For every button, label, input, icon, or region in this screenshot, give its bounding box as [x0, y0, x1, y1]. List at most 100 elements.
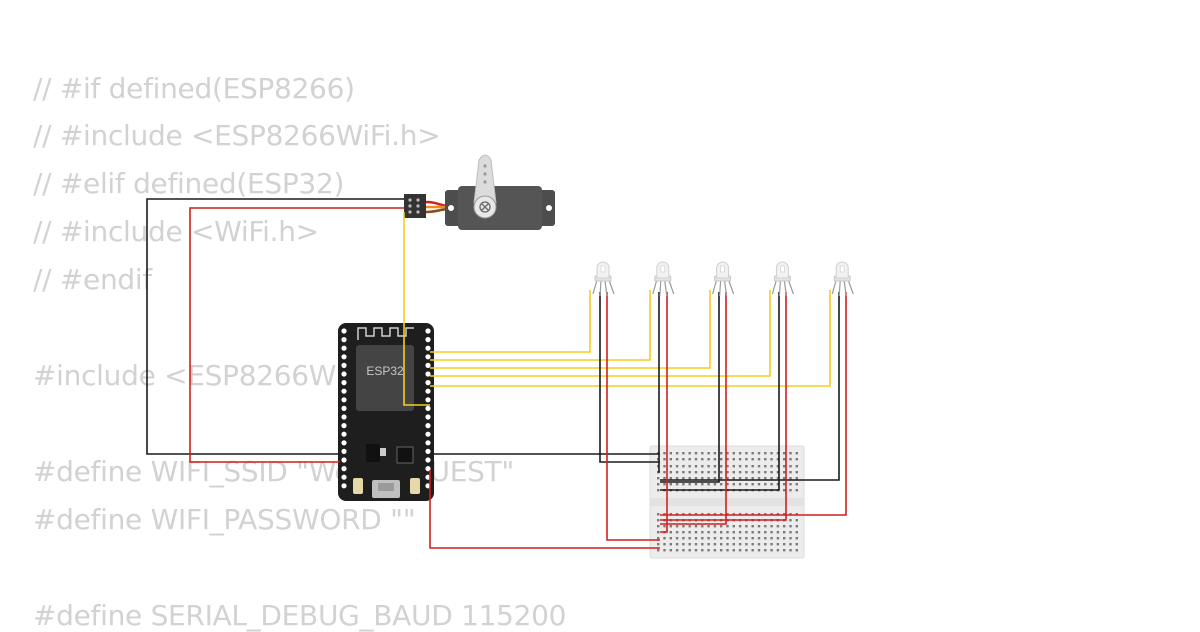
breadboard-hole	[795, 483, 798, 486]
breadboard-hole	[663, 465, 666, 468]
esp32-pin-right[interactable]	[425, 345, 431, 351]
esp32-pin-right[interactable]	[425, 448, 431, 454]
esp32-pin-right[interactable]	[425, 380, 431, 386]
rgb-led[interactable]	[771, 261, 794, 297]
wire-red-led-3[interactable]	[660, 292, 727, 525]
esp32-pin-left[interactable]	[341, 328, 347, 334]
breadboard-hole	[713, 465, 717, 468]
esp32-pin-left[interactable]	[341, 380, 347, 386]
breadboard-hole	[726, 483, 729, 486]
esp32-pin-right[interactable]	[425, 354, 431, 360]
breadboard-hole	[795, 531, 798, 534]
esp32-pin-right[interactable]	[425, 388, 431, 394]
esp32-pin-left[interactable]	[341, 474, 347, 480]
wire-red-led-2[interactable]	[660, 292, 668, 533]
esp32-pin-left[interactable]	[341, 362, 347, 368]
wire-yellow-led-3[interactable]	[430, 290, 711, 369]
wire-yellow-led-5[interactable]	[430, 290, 831, 387]
breadboard-hole	[783, 483, 786, 486]
breadboard-hole	[669, 471, 672, 474]
esp32-pin-right[interactable]	[425, 431, 431, 437]
servo-screw-slot-icon	[481, 203, 489, 211]
esp32-pin-right[interactable]	[425, 371, 431, 377]
esp32-board[interactable]: ESP32	[338, 323, 434, 501]
wire-red-servo-vcc[interactable]	[189, 207, 404, 463]
breadboard-hole	[669, 452, 672, 455]
esp32-pin-right[interactable]	[425, 423, 431, 429]
led-leg	[787, 279, 794, 295]
wire-red-led-5[interactable]	[660, 292, 847, 516]
esp32-pin-left[interactable]	[341, 440, 347, 446]
esp32-pin-left[interactable]	[341, 466, 347, 472]
esp32-pin-right[interactable]	[425, 440, 431, 446]
breadboard-hole	[789, 452, 792, 455]
led-leg	[783, 280, 787, 297]
breadboard-hole	[738, 525, 742, 528]
breadboard-hole	[745, 471, 748, 474]
rgb-led[interactable]	[712, 261, 735, 297]
breadboard-hole	[789, 543, 792, 546]
esp32-pin-left[interactable]	[341, 388, 347, 394]
esp32-pin-left[interactable]	[341, 354, 347, 360]
wire-yellow-servo-signal[interactable]	[403, 212, 430, 406]
breadboard-hole	[732, 465, 735, 468]
rgb-led[interactable]	[652, 261, 675, 297]
esp32-pin-left[interactable]	[341, 371, 347, 377]
wire-red-led-4[interactable]	[660, 292, 787, 521]
esp32-pin-left[interactable]	[341, 423, 347, 429]
wire-black-led-2-gnd[interactable]	[658, 292, 660, 473]
wire-black-led-1-gnd[interactable]	[599, 292, 660, 463]
esp32-pin-left[interactable]	[341, 448, 347, 454]
wire-yellow-led-2[interactable]	[430, 290, 651, 361]
servo-connector-pin	[416, 210, 420, 214]
breadboard-hole	[688, 458, 691, 461]
wire-red-esp-vcc-to-breadboard[interactable]	[429, 470, 660, 549]
wire-black-servo-gnd[interactable]	[146, 198, 404, 455]
breadboard-hole	[701, 471, 704, 474]
esp32-pin-right[interactable]	[425, 362, 431, 368]
esp32-pin-left[interactable]	[341, 457, 347, 463]
breadboard-hole	[751, 543, 754, 546]
breadboard-hole	[751, 452, 754, 455]
esp32-pin-left[interactable]	[341, 345, 347, 351]
esp32-pin-right[interactable]	[425, 397, 431, 403]
breadboard[interactable]	[649, 445, 805, 559]
servo-connector	[404, 194, 426, 218]
esp32-pin-left[interactable]	[341, 483, 347, 489]
breadboard-hole	[764, 458, 767, 461]
esp32-pin-right[interactable]	[425, 414, 431, 420]
led-die	[660, 265, 666, 273]
esp32-pin-right[interactable]	[425, 405, 431, 411]
wire-black-led-3-gnd[interactable]	[660, 292, 720, 483]
wire-yellow-led-4[interactable]	[430, 290, 771, 377]
breadboard-hole	[720, 483, 723, 486]
esp32-pin-left[interactable]	[341, 414, 347, 420]
esp32-pin-right[interactable]	[425, 337, 431, 343]
breadboard-hole	[783, 489, 786, 492]
esp32-pin-left[interactable]	[341, 337, 347, 343]
wire-yellow-led-1[interactable]	[430, 290, 591, 353]
esp32-pin-right[interactable]	[425, 466, 431, 472]
rgb-led[interactable]	[592, 261, 615, 297]
esp32-pin-left[interactable]	[341, 405, 347, 411]
esp32-pin-left[interactable]	[341, 397, 347, 403]
wire-black-led-4-gnd[interactable]	[660, 292, 780, 491]
breadboard-hole	[732, 458, 735, 461]
esp32-pin-right[interactable]	[425, 457, 431, 463]
breadboard-hole	[764, 483, 767, 486]
esp32-pin-left[interactable]	[341, 431, 347, 437]
wire-red-led-1[interactable]	[606, 292, 660, 541]
boot-button[interactable]	[353, 478, 363, 494]
servo-motor[interactable]	[404, 154, 555, 230]
enable-button[interactable]	[410, 478, 420, 494]
breadboard-hole	[694, 537, 698, 540]
rgb-led[interactable]	[831, 261, 854, 297]
breadboard-hole	[764, 537, 767, 540]
breadboard-hole	[783, 537, 786, 540]
code-line-5: // #endif	[33, 263, 152, 296]
breadboard-hole	[694, 465, 698, 468]
wire-black-led-5-gnd[interactable]	[660, 292, 840, 481]
esp32-pin-right[interactable]	[425, 328, 431, 334]
breadboard-hole	[789, 483, 792, 486]
breadboard-hole	[789, 489, 792, 492]
